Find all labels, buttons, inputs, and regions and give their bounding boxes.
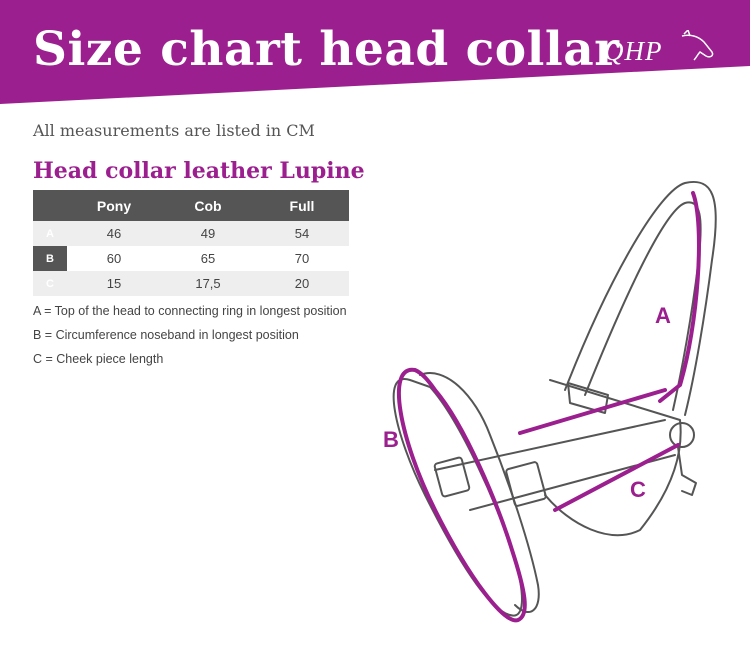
table-corner [33,190,67,221]
noseband-outer [392,378,523,617]
qhp-logo: QHP [604,30,724,74]
row-label: C [33,271,67,296]
table-cell: 46 [67,221,161,246]
row-label: A [33,221,67,246]
column-header-full: Full [255,190,349,221]
connecting-ring [669,422,695,448]
legend-item-a: A = Top of the head to connecting ring i… [33,304,347,318]
table-cell: 17,5 [161,271,255,296]
table-cell: 65 [200,251,216,266]
label-a: A [655,303,671,328]
row-label: B [33,246,67,271]
column-header-cob: Cob [161,190,255,221]
product-title: Head collar leather Lupine [33,158,365,184]
cheek-strap-upper [434,419,666,471]
measurement-legend: A = Top of the head to connecting ring i… [33,299,347,371]
cheek-buckle [505,461,547,507]
measurement-note: All measurements are listed in CM [33,121,315,140]
table-row: B 60 65 70 [33,246,349,271]
table-cell: 70 [294,251,310,266]
label-c: C [630,477,646,502]
crown-buckle [567,382,609,414]
measurement-line-a-lower [518,388,667,435]
legend-item-c: C = Cheek piece length [33,352,164,366]
throat-strap [544,379,682,536]
measurement-line-c [553,443,680,512]
table-header-row: Pony Cob Full [33,190,349,221]
size-table: Pony Cob Full A 46 49 54 B 60 65 70 C 15… [33,190,349,296]
table-row: C 15 17,5 20 [33,271,349,296]
table-cell: 15 [67,271,161,296]
header-banner-background [0,0,750,104]
horse-head-icon [681,30,714,61]
table-cell: 60 [106,251,122,266]
measurement-line-b [396,367,527,623]
measurement-lines [396,191,701,623]
measurement-line-a [658,191,701,403]
column-header-pony: Pony [67,190,161,221]
head-collar-diagram: A B C [383,180,717,623]
table-cell: 20 [255,271,349,296]
header-banner: Size chart head collar QHP [0,0,750,110]
page-title: Size chart head collar [33,22,620,77]
table-cell: 54 [255,221,349,246]
table-cell: 49 [161,221,255,246]
crown-strap-outer [564,180,717,416]
lead-clip [677,446,697,496]
logo-text: QHP [604,36,663,66]
label-b: B [383,427,399,452]
legend-item-b: B = Circumference noseband in longest po… [33,328,299,342]
noseband-buckle [433,456,471,498]
table-row: A 46 49 54 [33,221,349,246]
